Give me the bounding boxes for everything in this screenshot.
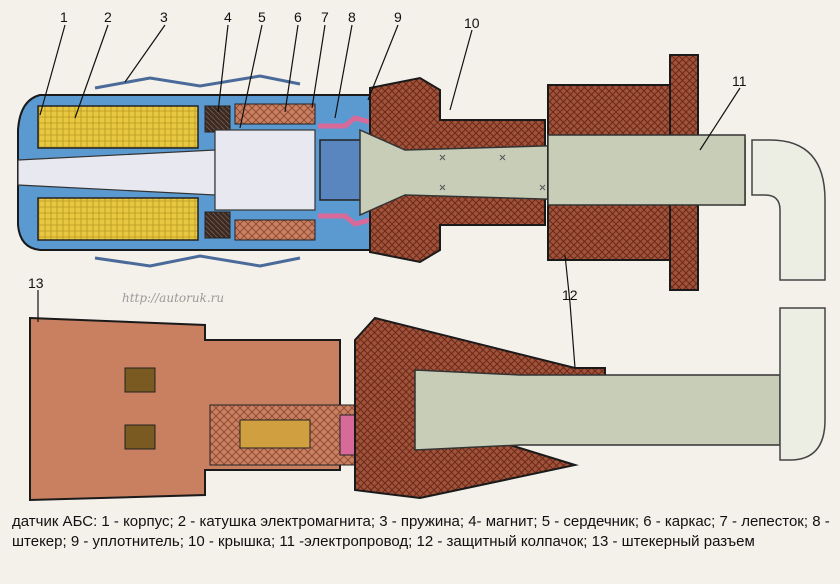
magnet-bottom — [204, 211, 231, 239]
sensor-body-group — [17, 74, 371, 268]
figure-caption: датчик АБС: 1 - корпус; 2 - катушка элек… — [12, 513, 830, 550]
leader-lines — [37, 24, 741, 369]
petal-bottom — [318, 213, 371, 227]
spring-bottom — [94, 254, 301, 268]
callout-3: 3 — [160, 9, 168, 25]
callout-1: 1 — [60, 9, 68, 25]
callout-12: 12 — [562, 287, 578, 303]
plug-block — [319, 139, 366, 201]
connector-slot-bottom — [124, 424, 156, 450]
wire-bent-end — [751, 139, 826, 281]
watermark: http://autoruk.ru — [122, 291, 224, 305]
callout-11: 11 — [732, 73, 747, 89]
plug-pin — [239, 419, 311, 449]
connector-slot-top — [124, 367, 156, 393]
frame-bottom — [234, 219, 316, 241]
coil-top — [37, 105, 199, 149]
coil-bottom — [37, 197, 199, 241]
callout-2: 2 — [104, 9, 112, 25]
petal-top — [318, 115, 371, 129]
callout-7: 7 — [321, 9, 329, 25]
callout-13: 13 — [28, 275, 44, 291]
lower-wire-bent — [779, 307, 826, 461]
core-body — [214, 129, 316, 211]
callout-4: 4 — [224, 9, 232, 25]
magnet-top — [204, 105, 231, 133]
abs-sensor-diagram: 1 2 3 4 5 6 7 8 9 10 11 12 13 http://aut… — [17, 9, 826, 502]
spring-top — [94, 74, 301, 90]
frame-top — [234, 103, 316, 125]
callout-5: 5 — [258, 9, 266, 25]
callout-9: 9 — [394, 9, 402, 25]
wire-through-cap — [547, 134, 746, 206]
callout-10: 10 — [464, 15, 480, 31]
callout-8: 8 — [348, 9, 356, 25]
callout-6: 6 — [294, 9, 302, 25]
lower-wire — [414, 369, 781, 451]
